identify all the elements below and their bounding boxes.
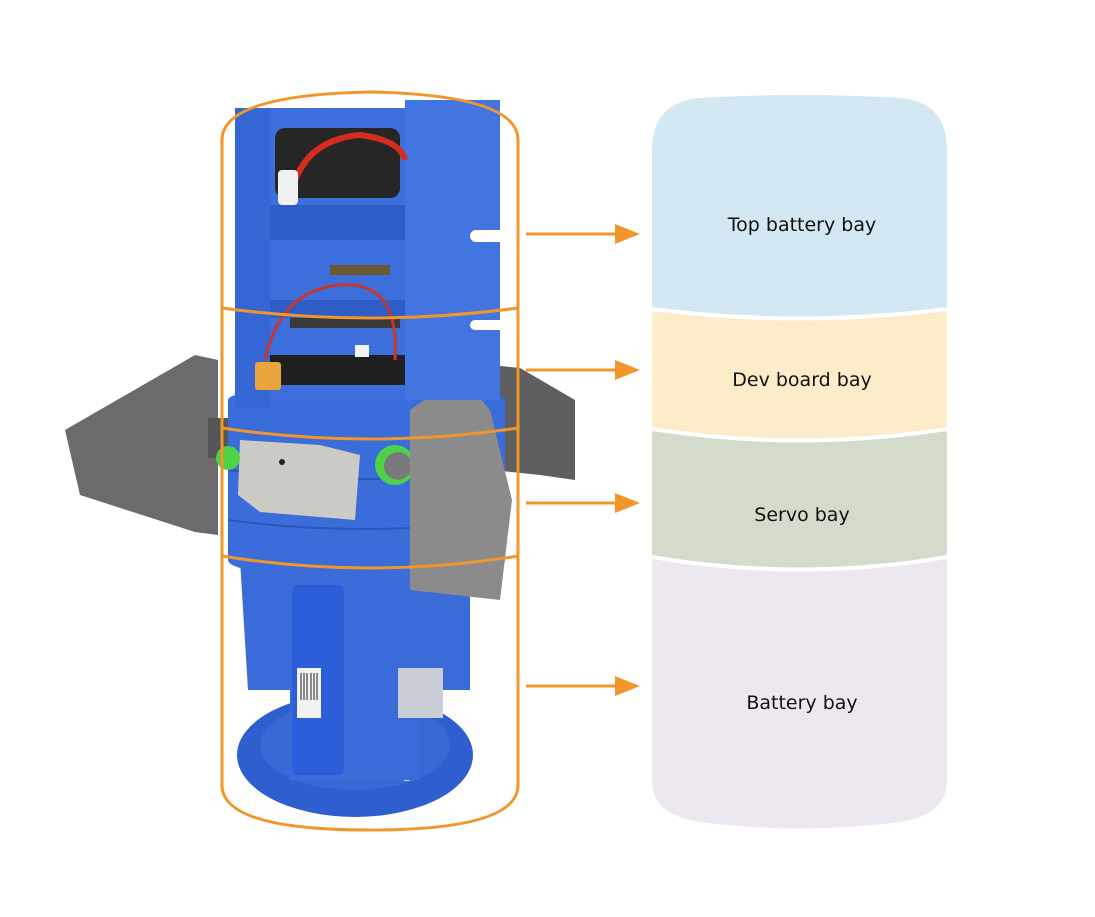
servo-horn-left — [216, 446, 240, 470]
bay-outline — [220, 90, 520, 832]
arrow-right-icon — [526, 360, 640, 380]
dev-board-electronics — [270, 355, 405, 385]
arrow-right-icon — [526, 224, 640, 244]
divider-top-dev — [221, 306, 519, 320]
balance-connector — [278, 170, 298, 205]
arrow-right-icon — [526, 676, 640, 696]
tape-hole — [279, 459, 285, 465]
arrows — [526, 224, 640, 696]
barcode-icon — [300, 673, 318, 700]
rocket-module-photo — [65, 100, 575, 817]
arrow-right-icon — [526, 493, 640, 513]
bay-label-dev-board: Dev board bay — [732, 369, 871, 391]
red-lead — [287, 131, 408, 201]
vent-slot — [470, 320, 505, 330]
servo-hub — [384, 452, 412, 480]
bay-servo — [652, 431, 947, 568]
vent-slot — [470, 230, 505, 242]
bay-dev-board — [652, 311, 947, 439]
shelf — [270, 300, 405, 318]
bay-label-top-battery: Top battery bay — [727, 214, 876, 236]
upper-right-rail — [405, 100, 500, 400]
bay-top-battery — [652, 95, 947, 317]
esc-module — [398, 668, 443, 718]
divider-dev-servo — [221, 426, 519, 441]
top-battery — [275, 128, 400, 198]
bay-label-battery: Battery bay — [746, 692, 857, 714]
xt60-connector — [255, 362, 281, 390]
masking-tape — [238, 440, 360, 520]
right-back-fin — [492, 365, 575, 480]
outline-capsule — [220, 90, 520, 832]
dev-board — [290, 318, 400, 328]
jst-connector — [355, 345, 369, 357]
divider-servo-battery — [221, 554, 519, 570]
bay-legend: Top battery bay Dev board bay Servo bay … — [652, 95, 947, 829]
bay-label-servo: Servo bay — [754, 504, 849, 526]
sensor-board — [330, 265, 390, 275]
left-fin — [65, 355, 218, 535]
shelf — [270, 205, 405, 240]
bay-battery — [652, 559, 947, 829]
